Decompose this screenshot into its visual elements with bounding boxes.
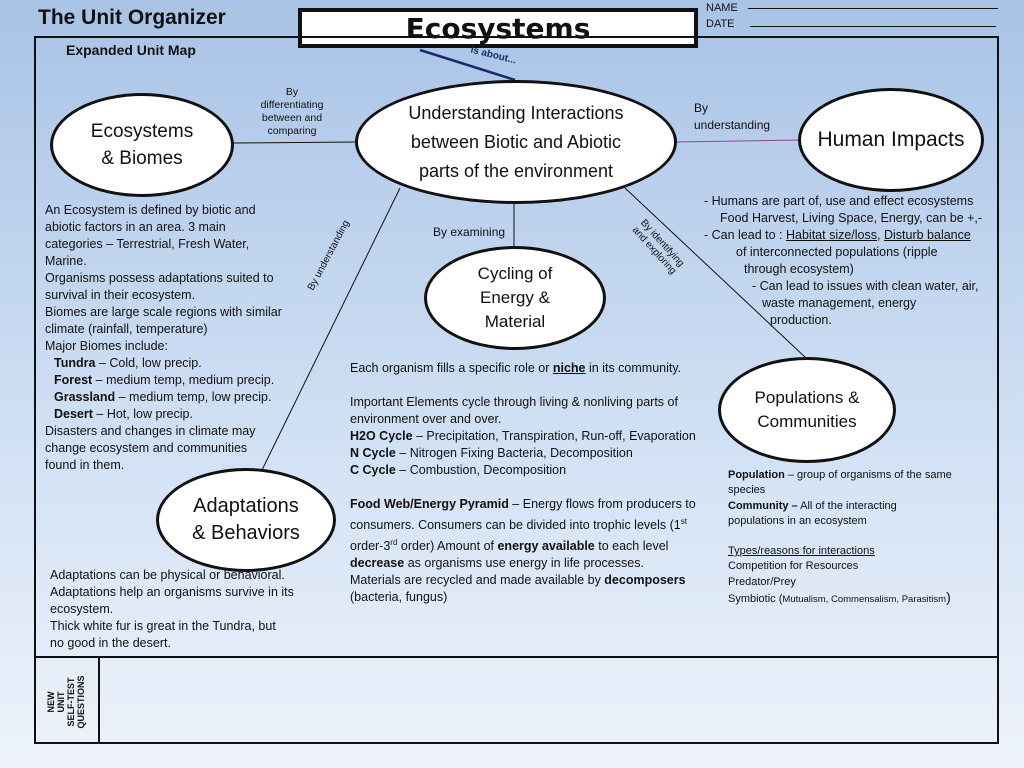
map-subtitle: Expanded Unit Map	[66, 42, 196, 58]
cycling-node: Cycling of Energy & Material	[424, 246, 606, 350]
section-divider	[34, 656, 999, 658]
self-test-label: NEW UNIT SELF-TEST QUESTIONS	[46, 675, 86, 729]
populations-notes: Population – group of organisms of the s…	[728, 469, 952, 606]
cycling-notes: Each organism fills a specific role or n…	[350, 361, 696, 605]
unit-title: Ecosystems	[298, 8, 698, 48]
adaptations-notes: Adaptations can be physical or behaviora…	[50, 568, 294, 650]
by-examining-label: By examining	[433, 225, 506, 239]
organizer-title: The Unit Organizer	[38, 6, 226, 29]
by-understanding-human-label: By understanding	[694, 101, 771, 132]
central-concept-node: Understanding Interactions between Bioti…	[355, 80, 677, 204]
date-label: DATE	[706, 18, 735, 30]
human-impacts-node: Human Impacts	[798, 88, 984, 192]
name-line[interactable]	[748, 8, 998, 9]
human-impacts-notes: - Humans are part of, use and effect eco…	[704, 194, 983, 327]
self-test-area[interactable]	[102, 660, 996, 742]
ecosystems-notes: An Ecosystem is defined by biotic and ab…	[45, 203, 282, 472]
differentiating-label: By differentiating between and comparing	[260, 86, 324, 137]
adaptations-behaviors-node: Adaptations & Behaviors	[156, 468, 336, 572]
ecosystems-biomes-node: Ecosystems & Biomes	[50, 93, 234, 197]
self-test-divider	[98, 657, 100, 743]
unit-map-frame	[34, 36, 999, 744]
populations-communities-node: Populations & Communities	[718, 357, 896, 463]
date-line[interactable]	[750, 26, 996, 27]
name-label: NAME	[706, 2, 738, 14]
